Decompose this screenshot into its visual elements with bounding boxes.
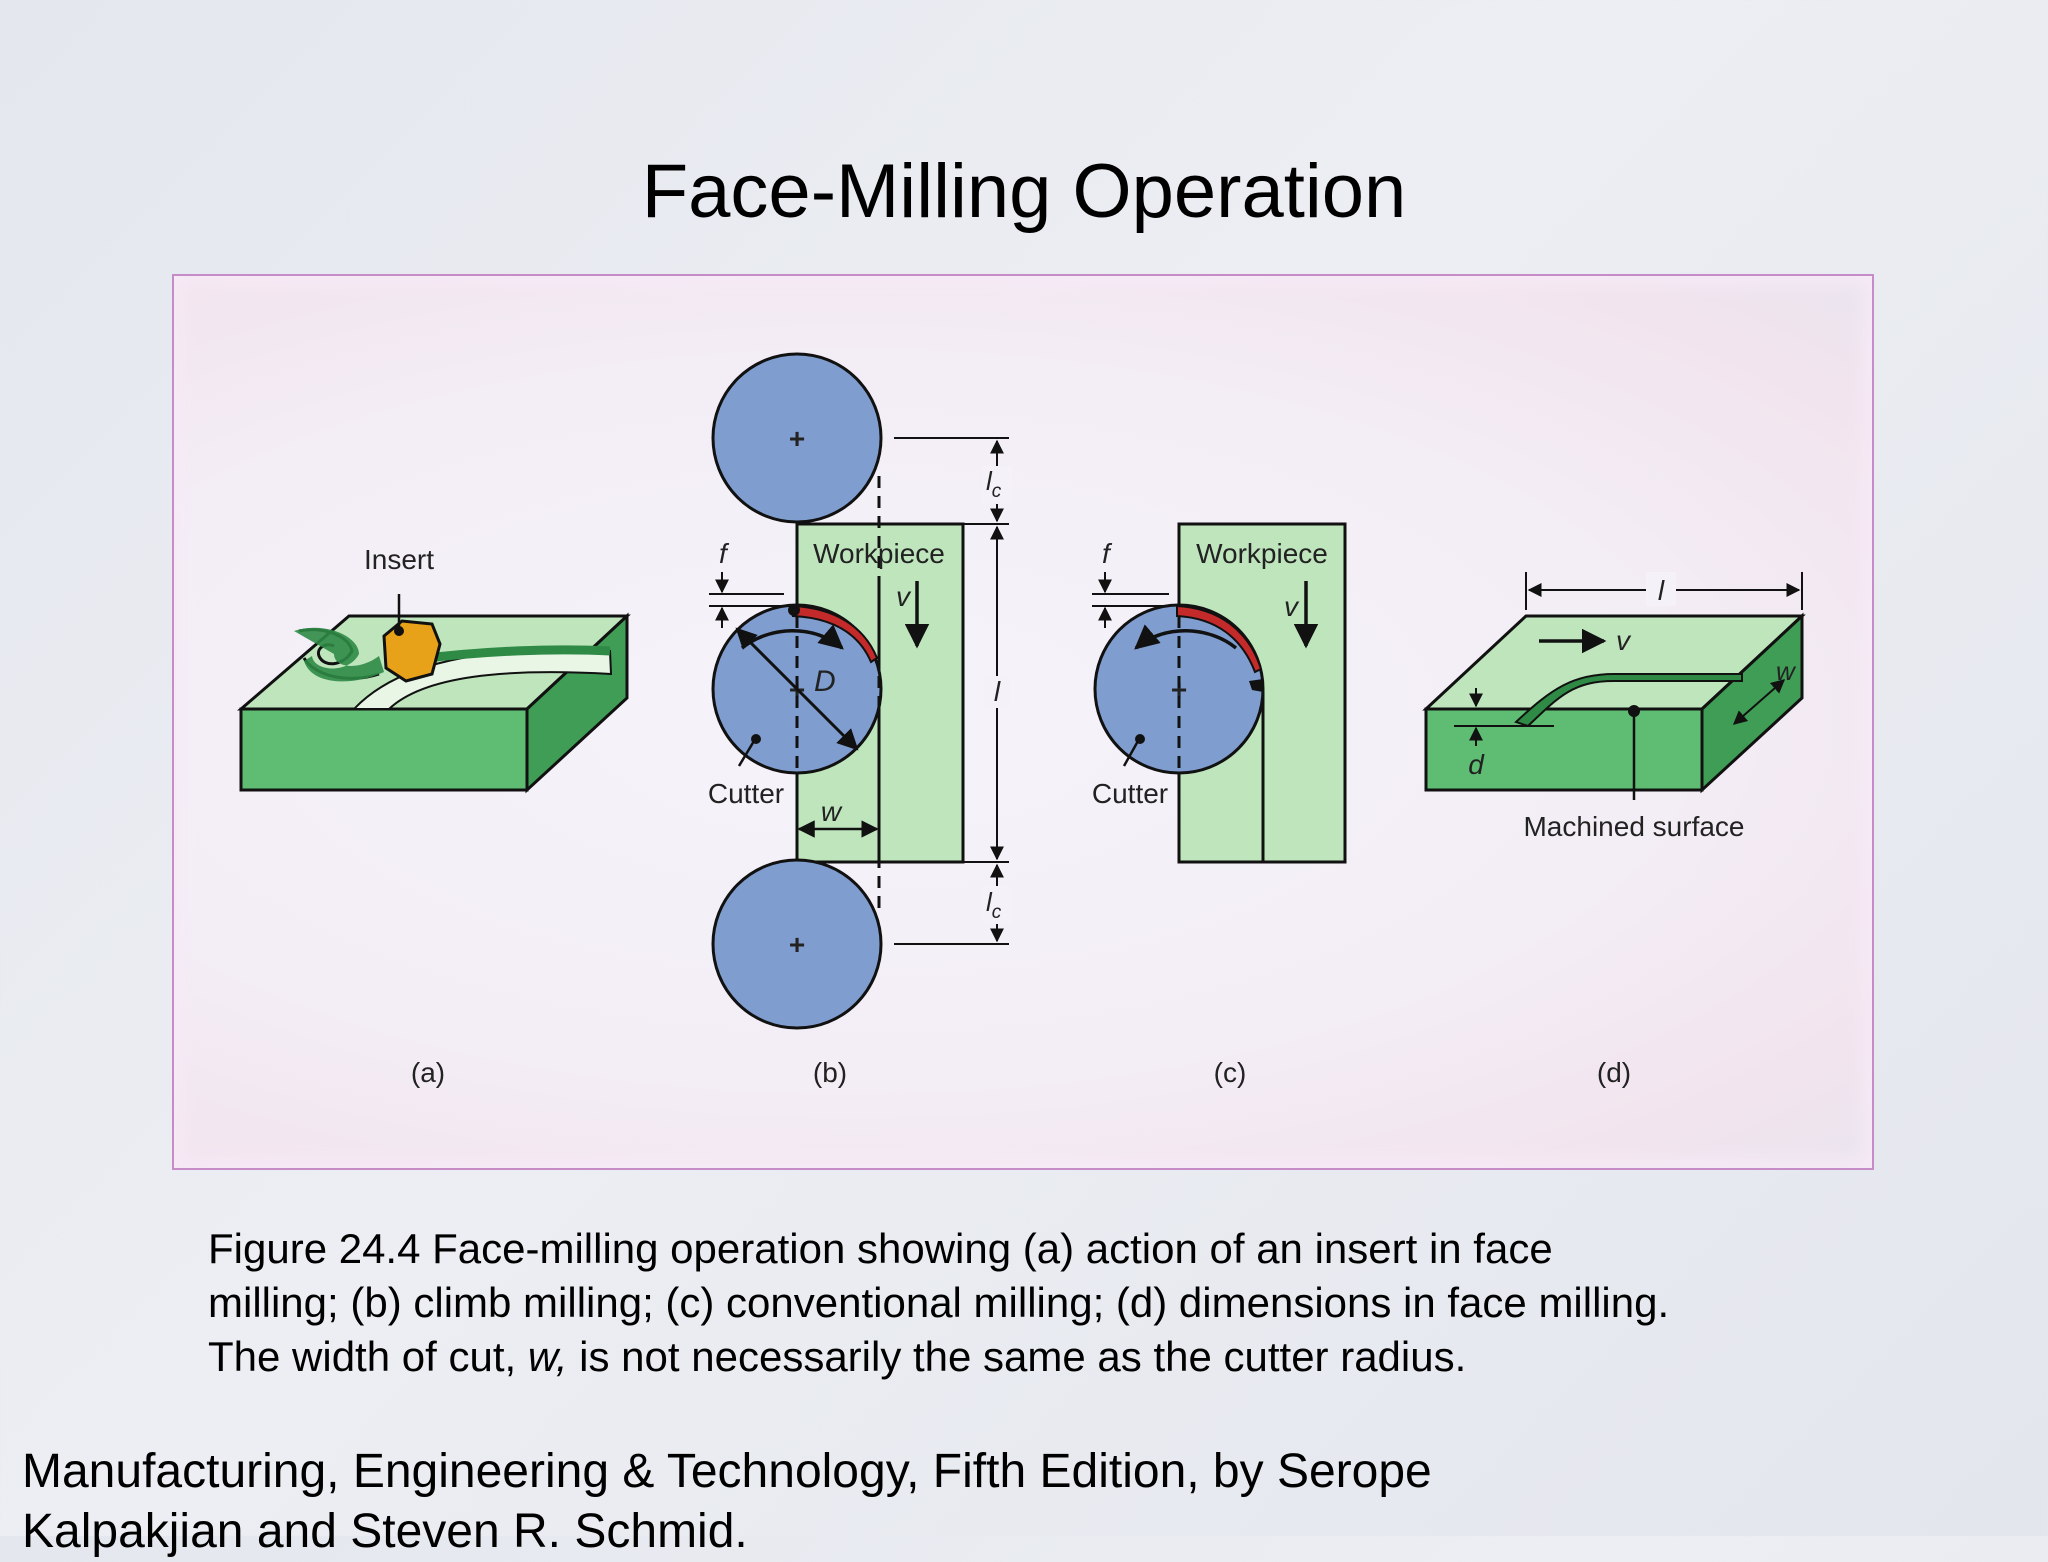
chip-curl-fill [294, 627, 384, 682]
insert-icon [382, 619, 442, 683]
footer-line-2: Kalpakjian and Steven R. Schmid. [22, 1505, 748, 1558]
center-mark-b-bottom: + [789, 929, 805, 960]
chip-c [1176, 604, 1263, 674]
insert-leader-dot [394, 626, 404, 636]
chip-b [792, 604, 879, 664]
panel-d: Machined surface v l w d (d) [1422, 572, 1806, 1088]
footer-line-1: Manufacturing, Engineering & Technology,… [22, 1445, 1432, 1498]
panel-c-label: (c) [1214, 1057, 1247, 1088]
l-label-bg-b [984, 676, 1010, 708]
cutter-b-top [711, 352, 883, 524]
d-label-d: d [1468, 749, 1485, 780]
leader-dot-d [1628, 705, 1640, 717]
caption-line-3: The width of cut, w, is not necessarily … [208, 1330, 1848, 1384]
panel-b: + + + D v Workpiece f Cutter w [708, 352, 1012, 1088]
w-label-b: w [821, 796, 843, 827]
caption-line-3-pre: The width of cut, [208, 1333, 528, 1380]
machined-surface-label: Machined surface [1523, 811, 1744, 842]
insert-label: Insert [364, 544, 434, 575]
center-mark-b-top: + [789, 423, 805, 454]
insert-mark-c [1249, 679, 1263, 692]
block-a-front [239, 707, 529, 792]
chip-b-start [788, 604, 800, 616]
panel-b-label: (b) [813, 1057, 847, 1088]
cutter-leader-b [737, 740, 756, 767]
slide-title: Face-Milling Operation [641, 149, 1407, 234]
cutter-label-b: Cutter [708, 778, 784, 809]
w-label-d: w [1776, 656, 1797, 686]
center-mark-c: + [1171, 674, 1187, 705]
lc-bottom-label-b: lc [986, 887, 1002, 923]
cutter-leader-c [1122, 740, 1140, 767]
lc-bottom-label-bg-b [982, 886, 1012, 924]
lc-top-l: l [986, 466, 993, 496]
lc-top-label-bg-b [982, 466, 1012, 504]
face-milling-diagram: Insert (a) + + + D v Workpiece f [236, 352, 1806, 1088]
lc-top-sub: c [992, 481, 1002, 502]
f-label-c: f [1102, 538, 1113, 569]
panel-a: Insert (a) [236, 544, 631, 1088]
workpiece-label-c: Workpiece [1196, 538, 1328, 569]
caption-line-3-post: is not necessarily the same as the cutte… [567, 1333, 1467, 1380]
caption-line-2: milling; (b) climb milling; (c) conventi… [208, 1279, 1670, 1326]
figure-frame: Insert (a) + + + D v Workpiece f [172, 274, 1874, 1170]
panel-a-label: (a) [411, 1057, 445, 1088]
lc-bottom-sub: c [992, 902, 1002, 923]
cutter-b-bottom [711, 858, 883, 1030]
figure-caption: Figure 24.4 Face-milling operation showi… [208, 1222, 1848, 1384]
rotation-arrow-c [1134, 624, 1238, 650]
v-label-c: v [1284, 591, 1300, 622]
groove-edge [418, 645, 611, 664]
cutter-label-c: Cutter [1092, 778, 1168, 809]
caption-line-3-var: w, [527, 1333, 568, 1380]
panel-d-label: (d) [1597, 1057, 1631, 1088]
diameter-arrow-b [735, 627, 859, 751]
v-label-b: v [896, 581, 912, 612]
cutter-leader-dot-c [1135, 734, 1145, 744]
w-arrow-d [1732, 679, 1786, 725]
slide-footer: Manufacturing, Engineering & Technology,… [22, 1442, 2022, 1562]
workpiece-label-b: Workpiece [813, 538, 945, 569]
l-label-d: l [1658, 575, 1665, 606]
machined-step [1514, 673, 1743, 728]
lc-bottom-l: l [986, 887, 993, 917]
panel-c: + v Workpiece f Cutter (c) [1092, 522, 1347, 1088]
cutter-leader-dot-b [751, 734, 761, 744]
v-label-d: v [1616, 625, 1632, 656]
f-label-b: f [719, 538, 730, 569]
l-label-b: l [994, 676, 1001, 707]
diameter-label-b: D [814, 665, 836, 698]
lc-top-label-b: lc [986, 466, 1002, 502]
l-label-bg-d [1646, 572, 1676, 606]
caption-line-1: Figure 24.4 Face-milling operation showi… [208, 1225, 1553, 1272]
